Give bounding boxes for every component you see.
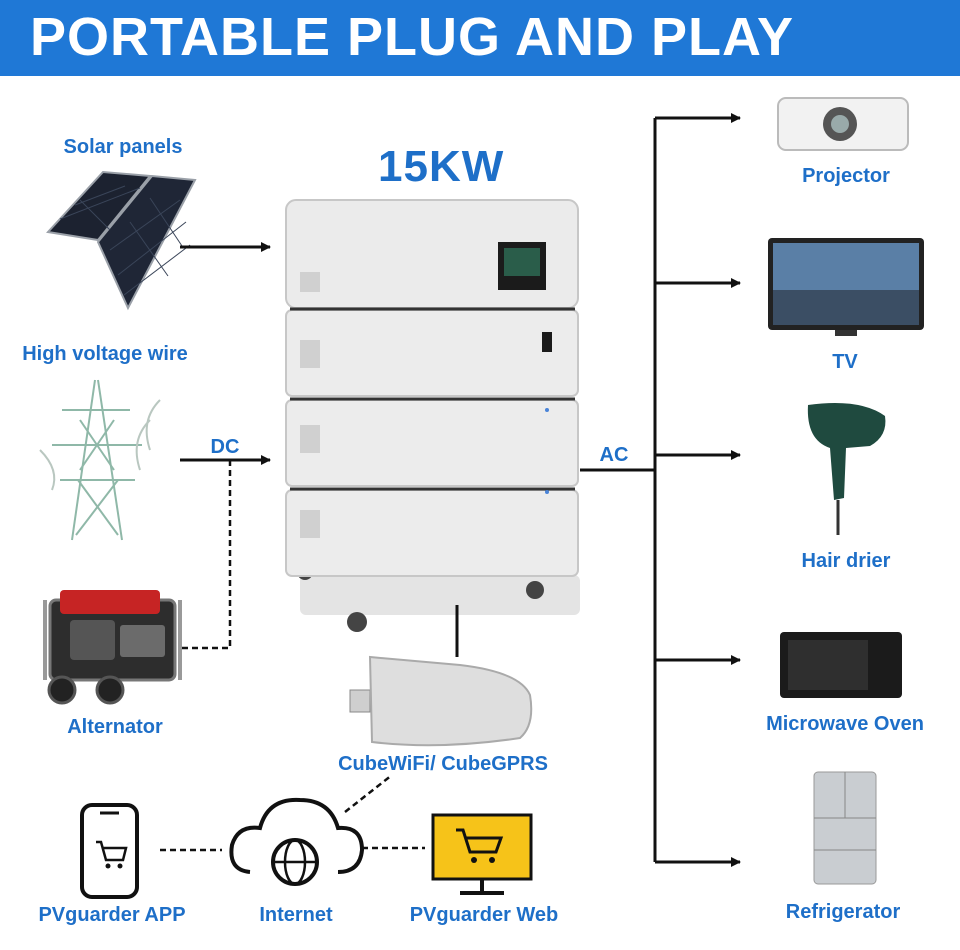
cloud-internet-icon: [229, 797, 365, 886]
refrigerator-image: [813, 771, 877, 885]
hair-drier-image: [807, 403, 886, 535]
hair-drier-label: Hair drier: [801, 550, 891, 572]
projector-image: [777, 97, 909, 151]
alternator-label: Alternator: [67, 716, 163, 738]
banner-title: PORTABLE PLUG AND PLAY: [30, 7, 795, 67]
cubewifi-label: CubeWiFi/ CubeGPRS: [338, 753, 548, 775]
generator-image: [43, 590, 182, 705]
ac-label: AC: [599, 444, 629, 466]
solar-panels-label: Solar panels: [63, 136, 183, 158]
microwave-oven-label: Microwave Oven: [766, 713, 924, 735]
power-rating-label: 15KW: [378, 142, 505, 191]
tv-label: TV: [832, 351, 858, 373]
microwave-image: [780, 632, 902, 698]
computer-monitor-icon: [431, 813, 533, 895]
connection-lines: [180, 113, 741, 867]
tv-image: [768, 238, 924, 336]
pvguarder-app-label: PVguarder APP: [38, 904, 186, 926]
pvguarder-web-label: PVguarder Web: [409, 904, 559, 926]
dotted-links: [160, 460, 425, 852]
wifi-dongle-image: [349, 655, 533, 747]
battery-cabinet-image: [285, 199, 580, 632]
title-banner: PORTABLE PLUG AND PLAY: [0, 0, 960, 76]
solar-panels-image: [46, 170, 197, 311]
projector-label: Projector: [802, 165, 890, 187]
dc-label: DC: [210, 436, 240, 458]
refrigerator-label: Refrigerator: [785, 901, 901, 923]
power-tower-image: [39, 379, 161, 541]
internet-label: Internet: [259, 904, 333, 926]
phone-icon: [80, 803, 139, 899]
high-voltage-wire-label: High voltage wire: [22, 343, 188, 365]
